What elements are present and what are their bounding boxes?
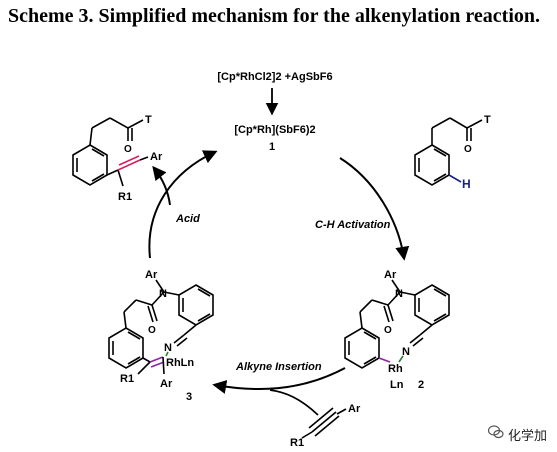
intermediate-2-Ar: Ar: [384, 269, 397, 281]
intermediate-3-R1: R1: [120, 373, 134, 385]
alkyne-structure: [301, 407, 347, 439]
product-structure: [72, 117, 149, 187]
scheme-title: Scheme 3. Simplified mechanism for the a…: [8, 5, 541, 27]
substrate-T: T: [484, 114, 491, 126]
alkyne-entry-arrow: [269, 389, 319, 416]
product-release-arrow: [152, 165, 171, 206]
catalyst-number: 1: [269, 141, 275, 153]
substrate-H: H: [462, 177, 471, 191]
product-R1: R1: [118, 191, 132, 203]
intermediate-3-RhLn: RhLn: [166, 357, 194, 369]
product-Ar: Ar: [150, 151, 163, 163]
intermediate-3-N: N: [159, 288, 167, 300]
watermark-text: 化学加: [507, 428, 547, 444]
intermediate-3-structure: [108, 279, 214, 375]
intermediate-3-Ar: Ar: [145, 269, 158, 281]
intermediate-2-number: 2: [418, 379, 424, 391]
step-label-alkyne-insertion: Alkyne Insertion: [235, 361, 322, 373]
intermediate-2-N-nitrile: N: [402, 346, 410, 358]
cycle-arrow-acid: [148, 150, 218, 259]
intermediate-3-number: 3: [186, 391, 192, 403]
watermark: 化学加: [487, 424, 547, 444]
intermediate-2-N: N: [395, 288, 403, 300]
intermediate-3-N-nitrile: N: [164, 342, 172, 354]
alkyne-R1: R1: [290, 437, 304, 449]
intermediate-2-O: O: [384, 325, 392, 336]
wechat-icon: [487, 424, 504, 444]
intermediate-3-Ar2: Ar: [160, 378, 173, 390]
intermediate-2-Ln: Ln: [390, 379, 404, 391]
product-T: T: [145, 114, 152, 126]
cycle-arrow-ch-activation: [339, 157, 410, 261]
substrate-structure: [414, 117, 483, 186]
substrate-O: O: [464, 144, 472, 155]
catalyst-precursor: [Cp*RhCl2]2 +AgSbF6: [217, 71, 332, 83]
step-label-acid: Acid: [175, 213, 200, 225]
cycle-arrow-alkyne-insertion: [212, 367, 346, 394]
active-catalyst: [Cp*Rh](SbF6)2: [234, 124, 315, 136]
product-O: O: [124, 144, 132, 155]
intermediate-3-O: O: [148, 325, 156, 336]
intermediate-2-structure: [344, 279, 450, 369]
alkyne-Ar: Ar: [348, 403, 361, 415]
intermediate-2-Rh: Rh: [388, 363, 403, 375]
step-label-ch-activation: C-H Activation: [315, 219, 391, 231]
